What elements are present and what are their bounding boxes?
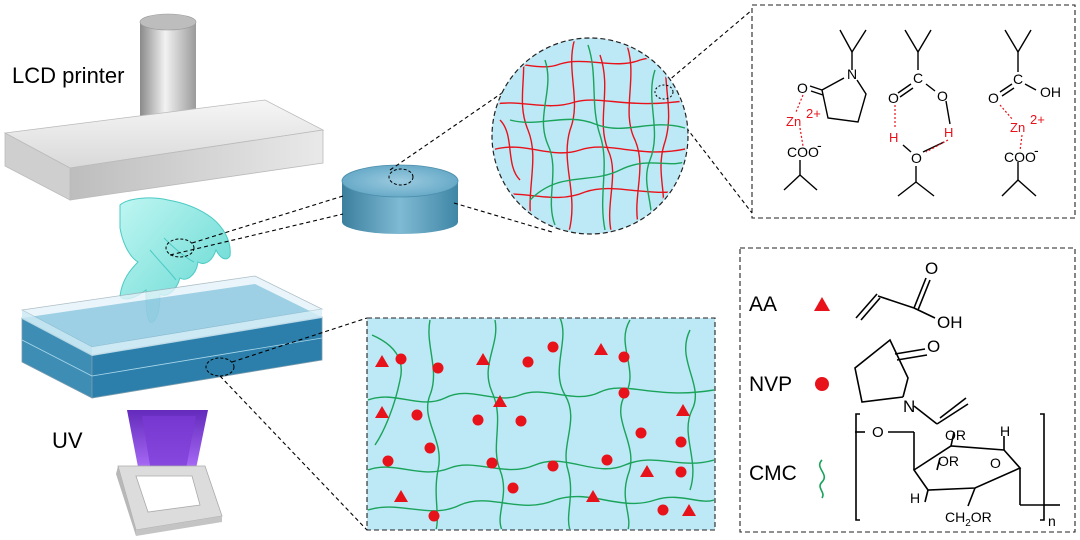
- printer-label: LCD printer: [12, 63, 124, 88]
- chem-zn-charge-3: 2+: [1030, 112, 1045, 127]
- nvp-structure: [854, 338, 969, 425]
- chem-minus-3: -: [1034, 142, 1039, 158]
- cmc-or-2: OR: [938, 453, 959, 469]
- cmc-h-2: H: [910, 490, 920, 506]
- chem-c-3: C: [1013, 71, 1023, 87]
- chem-o-3: O: [988, 90, 999, 106]
- chem-zn-3: Zn: [1010, 120, 1025, 135]
- cmc-or-1: OR: [945, 427, 966, 443]
- cmc-chain-marker: [818, 459, 826, 499]
- legend-nvp-label: NVP: [749, 373, 792, 396]
- cmc-n-subscript: n: [1048, 513, 1056, 529]
- chem-zn-charge-1: 2+: [806, 106, 821, 121]
- red-polymer-chains: [494, 40, 686, 232]
- chem-oh-3: OH: [1040, 84, 1061, 100]
- monomer-particles: [375, 341, 696, 522]
- chem-o-2a: O: [888, 90, 899, 106]
- green-polymer-chains: [509, 44, 686, 231]
- chem-h-2a: H: [889, 130, 898, 145]
- pvp-zn-interaction: [783, 29, 867, 191]
- chem-o-2b: O: [937, 88, 948, 104]
- network-zoom-circle: [491, 37, 689, 235]
- disk-zoom-circle: [388, 168, 414, 186]
- aa-triangle-marker: [814, 297, 830, 311]
- chem-o-2c: O: [911, 150, 922, 166]
- interaction-chemistry-box: N O Zn 2+ COO - C O O H H O: [751, 4, 1076, 219]
- chem-zn-1: Zn: [786, 114, 801, 129]
- cmc-o-link: O: [872, 424, 884, 441]
- hand-zoom-circle: [165, 238, 195, 258]
- nvp-n: N: [903, 397, 915, 416]
- legend-aa-label: AA: [749, 293, 777, 316]
- cmc-structure: [855, 413, 1060, 521]
- cmc-ring-o: O: [990, 455, 1001, 471]
- cmc-h-1: H: [1000, 423, 1010, 439]
- cmc-ch2or: CH2OR: [945, 509, 992, 529]
- nvp-circle-marker: [815, 377, 829, 391]
- aa-structure: [855, 277, 936, 321]
- aa-o: O: [925, 259, 938, 278]
- cooh-zn-interaction: [999, 29, 1037, 197]
- chem-c-2: C: [913, 70, 923, 86]
- chem-n-1: N: [847, 66, 857, 82]
- precursor-solution-box: [366, 317, 716, 531]
- resin-vat: [20, 275, 324, 399]
- nvp-o: O: [927, 337, 940, 356]
- chem-coo-3: COO: [1004, 149, 1036, 165]
- uv-label: UV: [52, 428, 83, 453]
- hydrogel-disk: [341, 164, 459, 234]
- vat-zoom-circle: [205, 357, 235, 377]
- monomer-legend-box: AA O OH NVP O N CMC: [739, 247, 1076, 533]
- aa-oh: OH: [937, 313, 963, 332]
- chem-o-1: O: [797, 80, 808, 96]
- legend-cmc-label: CMC: [749, 462, 797, 485]
- printer-build-plate: [3, 99, 325, 201]
- chem-coo-1: COO: [787, 144, 819, 160]
- chem-minus-1: -: [817, 137, 822, 153]
- chem-h-2b: H: [944, 125, 953, 140]
- uv-light-source: [116, 410, 223, 536]
- cooh-water-interaction: [897, 29, 951, 197]
